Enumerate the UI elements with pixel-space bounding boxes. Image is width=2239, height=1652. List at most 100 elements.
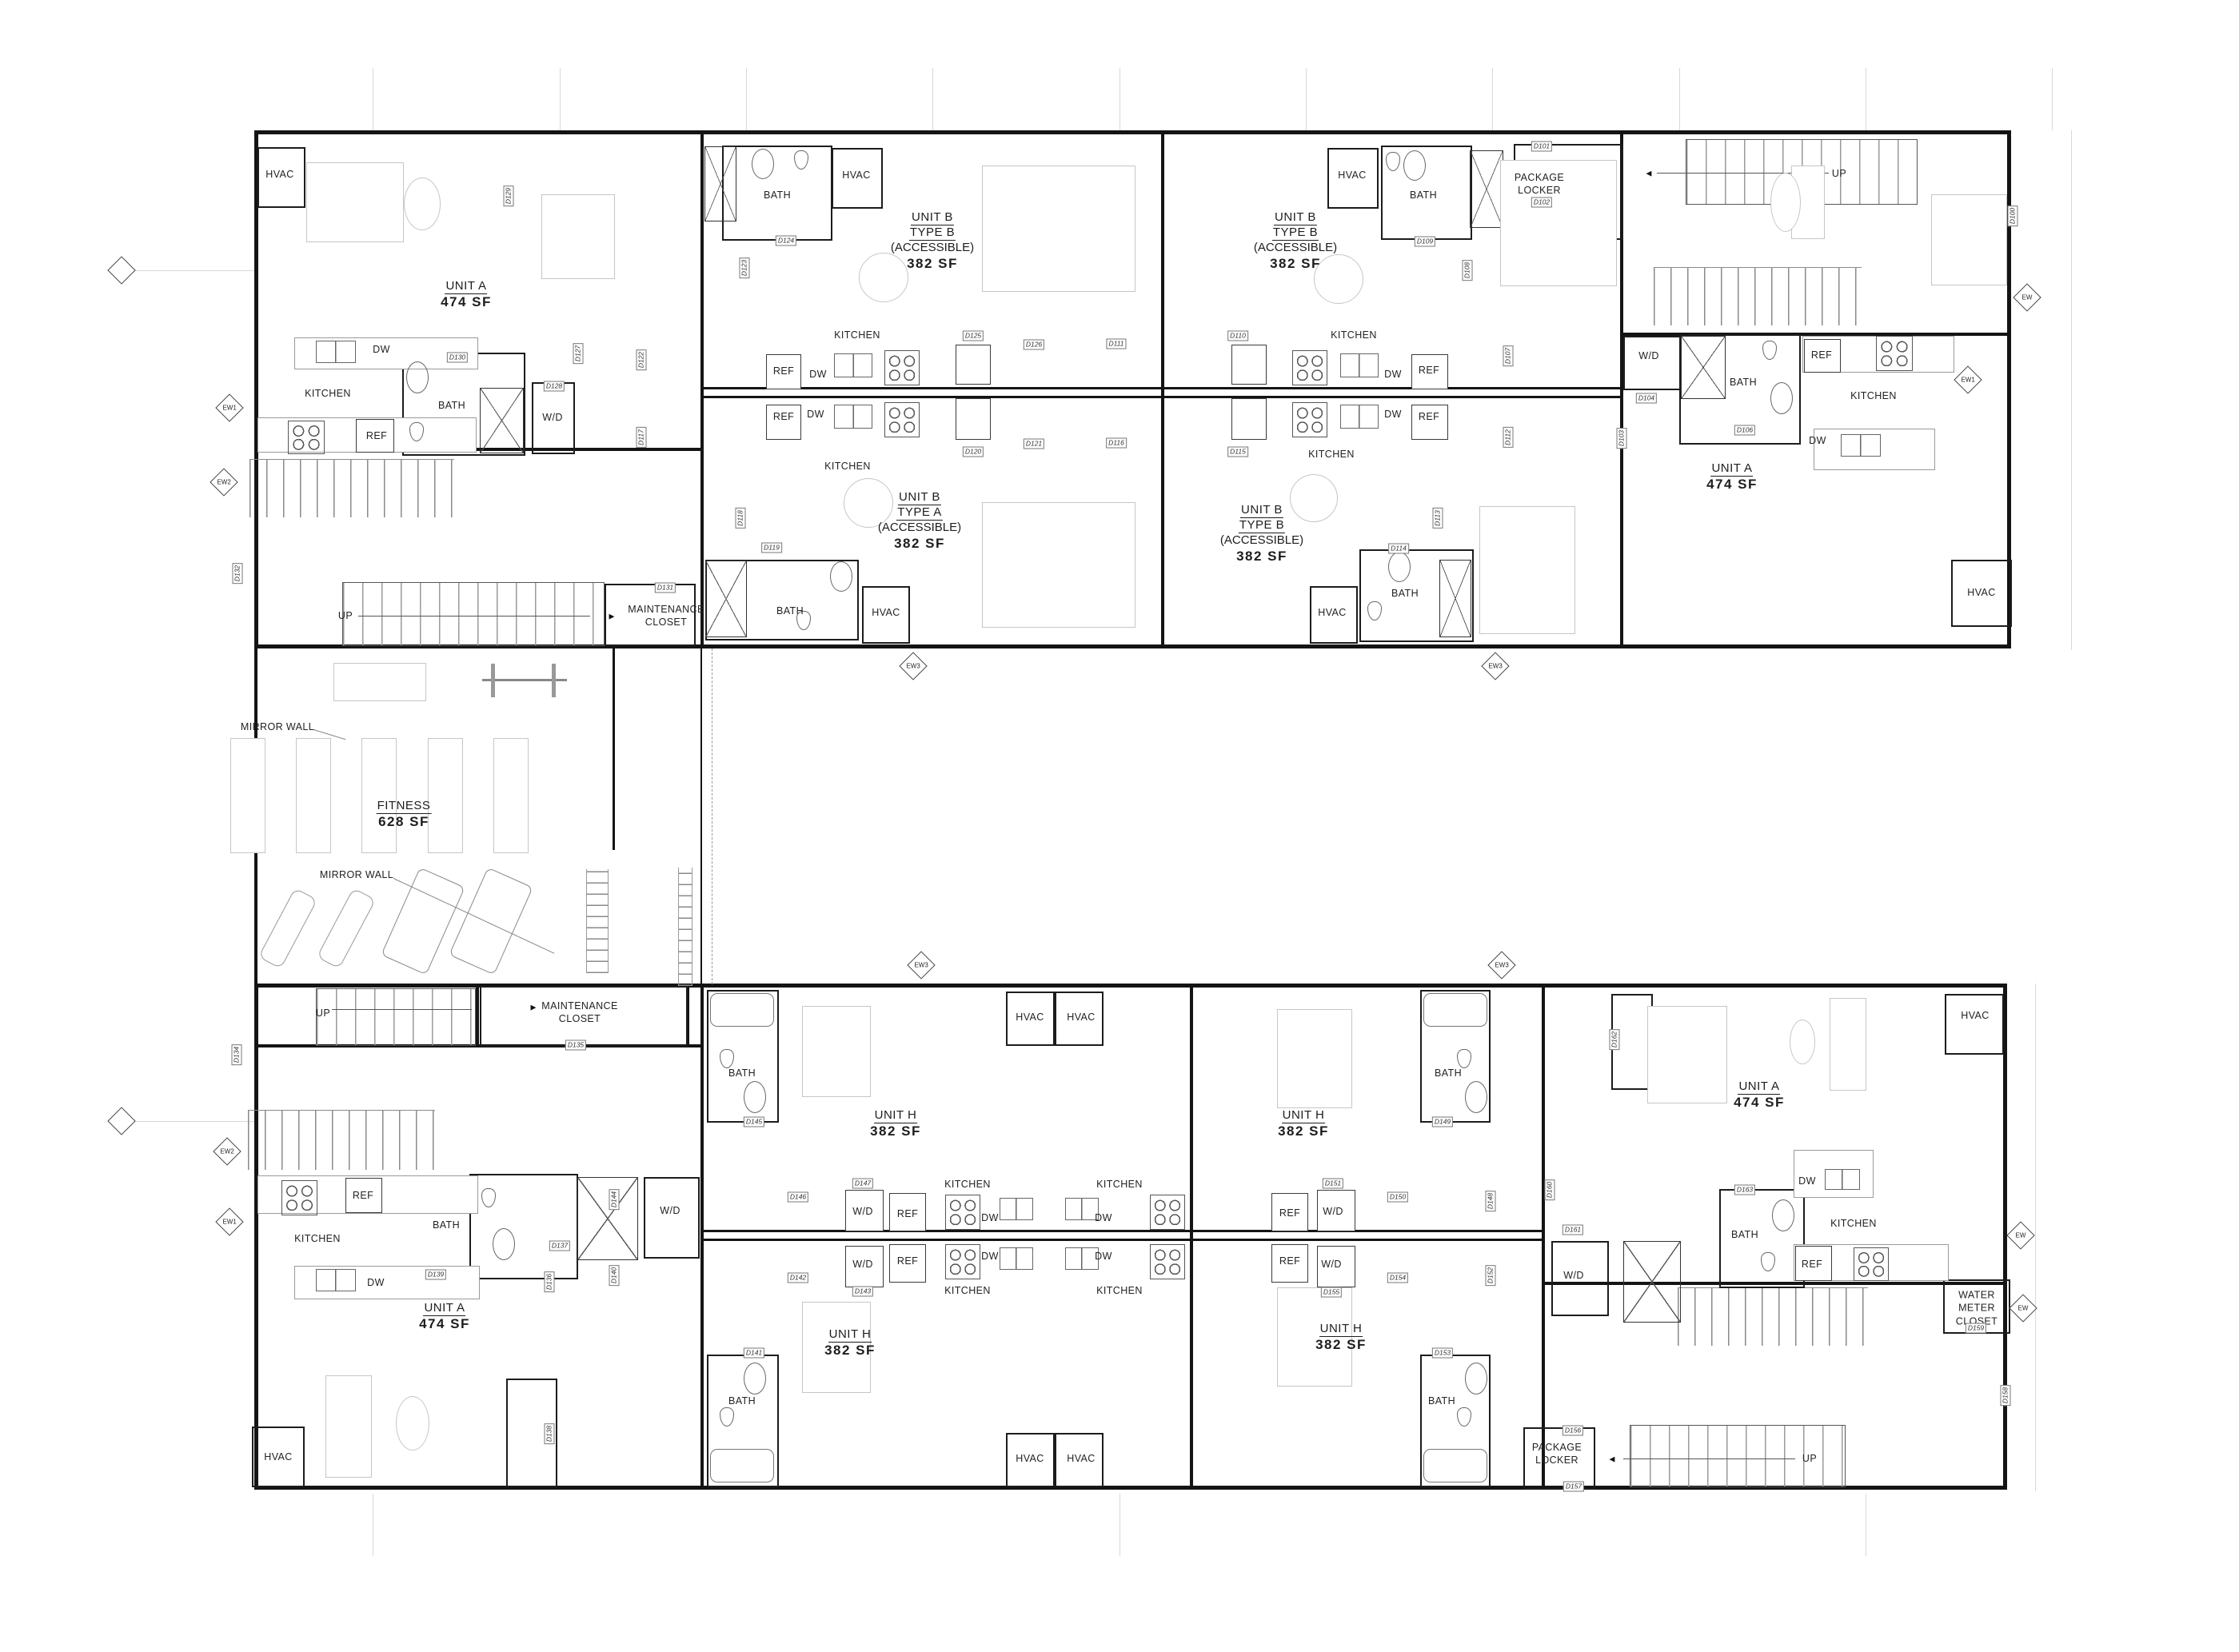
wd-closet <box>1623 336 1681 390</box>
door-tag: D147 <box>852 1178 874 1189</box>
bed <box>982 502 1135 628</box>
room-label: BATH <box>728 1395 756 1407</box>
unit-name: UNIT A <box>1710 461 1754 477</box>
kitchen-sink <box>1340 353 1379 377</box>
kitchen-sink <box>834 405 872 429</box>
door-tag: D112 <box>1503 427 1514 448</box>
wall-type-marker-label: EW2 <box>217 478 231 486</box>
sofa <box>306 162 404 242</box>
bathtub <box>710 1449 774 1482</box>
wall <box>704 1230 1542 1232</box>
toilet <box>720 1049 734 1068</box>
toilet <box>794 150 808 170</box>
wall <box>476 986 479 1046</box>
wall-type-marker-label: EW1 <box>222 404 237 412</box>
door-tag: D120 <box>962 446 984 457</box>
barbell-rack <box>491 664 495 697</box>
stove <box>884 350 920 385</box>
door-tag: D154 <box>1387 1272 1409 1283</box>
toilet <box>409 422 424 441</box>
bed <box>982 166 1135 292</box>
unit-type-note: (ACCESSIBLE) <box>1253 241 1338 254</box>
refrigerator-box <box>766 354 801 389</box>
grid-line <box>126 1121 254 1122</box>
hvac-closet <box>1055 992 1104 1046</box>
refrigerator-box <box>1271 1244 1308 1283</box>
door-tag: D123 <box>739 257 750 279</box>
room-label: HVAC <box>1016 1452 1044 1464</box>
bathtub <box>1423 1449 1487 1482</box>
shower <box>1681 336 1726 399</box>
room-label: KITCHEN <box>944 1178 991 1190</box>
bed <box>1931 194 2007 285</box>
toilet <box>1457 1407 1471 1427</box>
door-tag: D126 <box>1023 339 1045 350</box>
shower <box>480 388 524 453</box>
room-label: KITCHEN <box>294 1232 341 1244</box>
room-label: REF <box>896 1207 919 1219</box>
wall-type-marker-label: EW3 <box>1495 961 1509 969</box>
stove <box>1150 1195 1185 1230</box>
room-label: BATH <box>1409 189 1438 201</box>
room-label: HVAC <box>1967 586 1996 598</box>
kitchen-sink <box>1841 434 1881 457</box>
room-label: DW <box>373 343 390 355</box>
sofa <box>1830 998 1866 1091</box>
bath-sink <box>1465 1363 1487 1395</box>
room-label: HVAC <box>1318 606 1347 618</box>
toilet <box>481 1188 496 1207</box>
room-label: PACKAGE LOCKER <box>1531 1441 1582 1466</box>
door-tag: D106 <box>1734 425 1756 436</box>
bath-sink <box>1388 552 1411 582</box>
bike-rack <box>248 1110 435 1170</box>
stove <box>1292 350 1327 385</box>
door-tag: D151 <box>1322 1178 1344 1189</box>
wall <box>704 387 1620 389</box>
wall <box>2003 984 2007 1490</box>
unit-area: 474 SF <box>1706 477 1758 492</box>
unit-name: UNIT H <box>1319 1322 1363 1337</box>
room-label: DW <box>809 368 827 380</box>
door-tag: D102 <box>1531 197 1553 208</box>
stove <box>281 1180 317 1215</box>
wall <box>2007 130 2011 648</box>
refrigerator-box <box>1271 1193 1308 1231</box>
toilet <box>1762 341 1777 360</box>
room-label: DW <box>1095 1250 1112 1262</box>
wall-type-marker: EW <box>2013 283 2041 312</box>
bath-sink <box>1772 1199 1794 1231</box>
door-tag: D116 <box>1106 437 1127 449</box>
treadmill <box>381 867 465 976</box>
room-label: REF <box>772 365 795 377</box>
door-tag: D148 <box>1485 1190 1496 1212</box>
room-label: HVAC <box>265 168 294 180</box>
refrigerator-box <box>356 419 394 453</box>
room-label: DW <box>1095 1211 1112 1223</box>
room-label: WATER METER CLOSET <box>1955 1289 1998 1327</box>
wall-type-marker: EW1 <box>1954 365 1982 394</box>
door-tag: D161 <box>1562 1224 1584 1235</box>
grid-line <box>2071 130 2072 650</box>
bath-room <box>707 990 779 1123</box>
room-label: DW <box>367 1276 385 1288</box>
room-label: DW <box>1809 434 1826 446</box>
bath-room <box>1359 549 1474 642</box>
room-label: REF <box>352 1189 374 1201</box>
package-locker-room <box>1523 1427 1595 1490</box>
room-label: KITCHEN <box>1850 389 1897 401</box>
table <box>1770 173 1801 232</box>
toilet <box>720 1407 734 1427</box>
shower <box>577 1177 638 1260</box>
unit-name: UNIT B <box>1240 503 1283 518</box>
door-tag: D160 <box>1544 1179 1555 1201</box>
door-tag: D104 <box>1635 393 1658 404</box>
grid-line <box>2052 68 2053 130</box>
hvac-closet <box>252 1427 305 1487</box>
refrigerator-box <box>1804 339 1841 373</box>
door-tag: D139 <box>425 1269 447 1280</box>
door-tag: D152 <box>1485 1264 1496 1287</box>
